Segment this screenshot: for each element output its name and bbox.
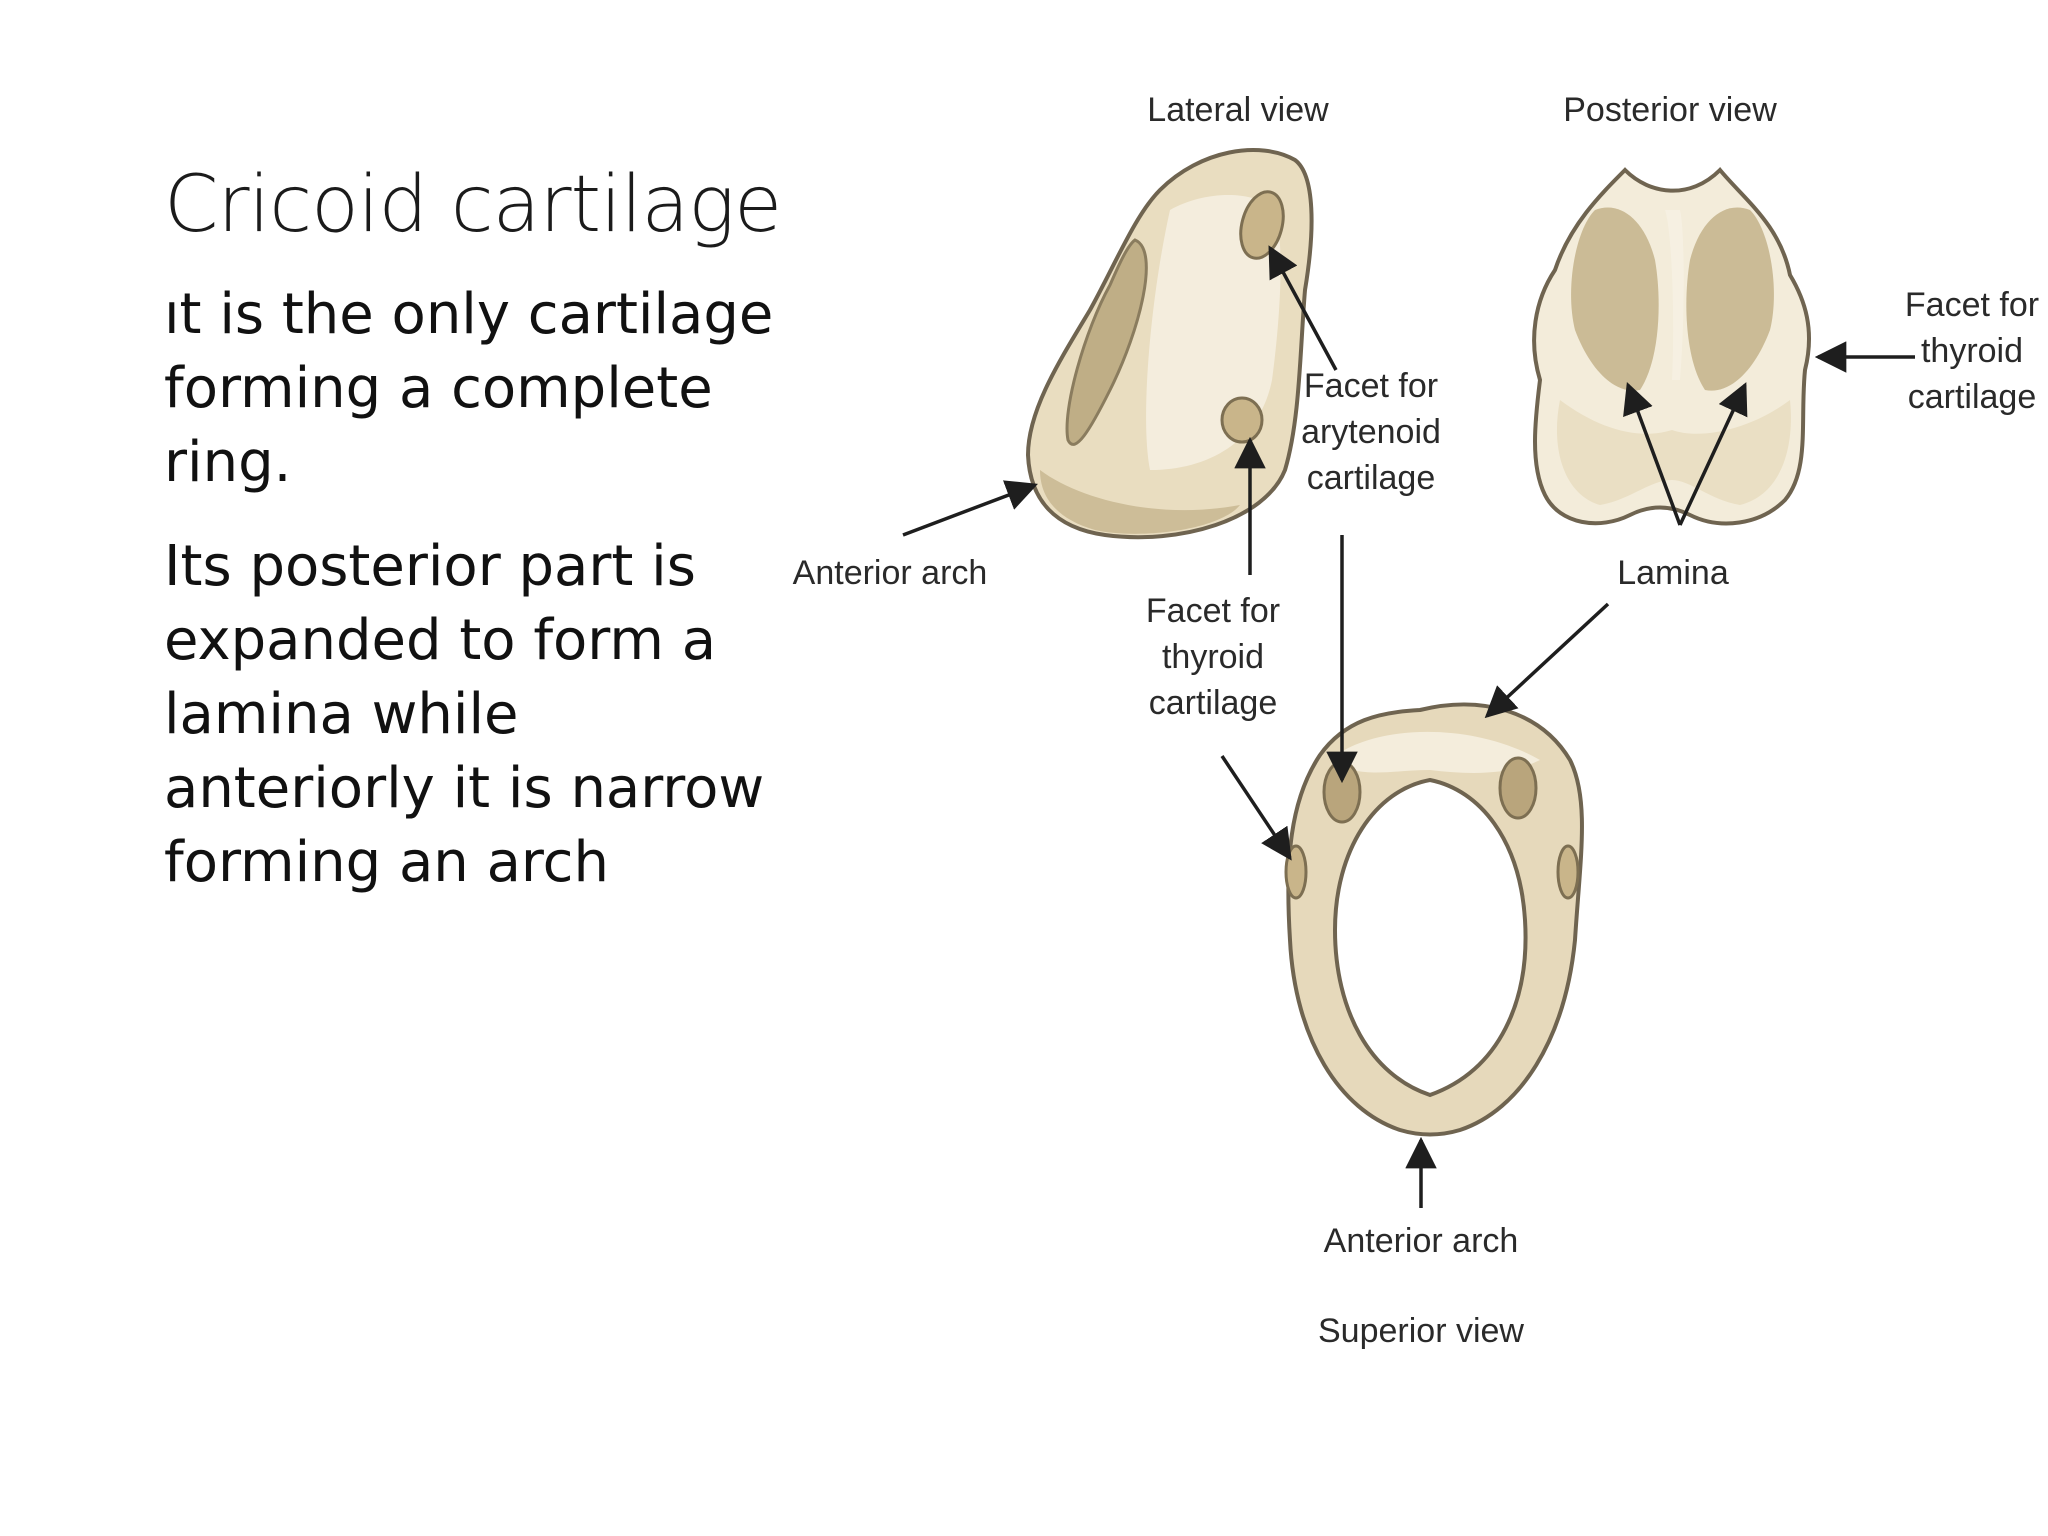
label-posterior-view: Posterior view bbox=[1563, 91, 1777, 129]
thyroid-facet-right bbox=[1556, 844, 1580, 900]
label-facet-thyroid-lateral: Facet for thyroid cartilage bbox=[1146, 592, 1280, 722]
superior-lamina-highlight bbox=[1330, 731, 1540, 773]
label-facet-thyroid-posterior-line-3: cartilage bbox=[1908, 378, 2037, 416]
posterior-lower-shading bbox=[1556, 400, 1791, 505]
posterior-right-depression bbox=[1686, 207, 1774, 391]
lateral-lamina-shadow bbox=[1065, 238, 1148, 446]
leader-lines bbox=[902, 245, 1915, 1208]
arrow-lamina-superior bbox=[1484, 602, 1610, 719]
label-facet-thyroid-lateral-line-3: cartilage bbox=[1149, 684, 1278, 722]
label-facet-arytenoid: Facet for arytenoid cartilage bbox=[1301, 367, 1441, 497]
body-paragraph-lamina: Its posterior part is expanded to form a… bbox=[164, 534, 765, 895]
superior-ring-lumen bbox=[1332, 777, 1528, 1098]
lateral-view-illustration bbox=[1025, 148, 1314, 540]
arrow-anterior-arch-lateral bbox=[902, 480, 1038, 537]
posterior-left-depression bbox=[1571, 207, 1659, 391]
superior-view-illustration bbox=[1284, 702, 1584, 1137]
label-facet-thyroid-posterior-line-2: thyroid bbox=[1921, 332, 2023, 370]
arytenoid-facet-lateral bbox=[1239, 190, 1285, 260]
thyroid-facet-lateral bbox=[1220, 396, 1264, 444]
label-lateral-view: Lateral view bbox=[1147, 91, 1329, 129]
label-superior-view: Superior view bbox=[1318, 1312, 1524, 1350]
label-lamina: Lamina bbox=[1617, 554, 1729, 592]
slide-title: Cricoid cartilage bbox=[164, 160, 782, 250]
posterior-median-ridge bbox=[1665, 210, 1684, 380]
lateral-arch-shadow bbox=[1040, 470, 1240, 534]
label-facet-arytenoid-line-3: cartilage bbox=[1307, 459, 1436, 497]
label-anterior-arch-lateral: Anterior arch bbox=[793, 554, 988, 592]
label-facet-thyroid-lateral-line-1: Facet for bbox=[1146, 592, 1280, 630]
body-paragraph-ring: ıt is the only cartilage forming a compl… bbox=[164, 282, 774, 495]
label-facet-arytenoid-line-2: arytenoid bbox=[1301, 413, 1441, 451]
posterior-view-illustration bbox=[1532, 167, 1812, 526]
arrow-lamina-left bbox=[1623, 382, 1682, 526]
label-facet-arytenoid-line-1: Facet for bbox=[1304, 367, 1438, 405]
label-facet-thyroid-posterior-line-1: Facet for bbox=[1905, 286, 2039, 324]
arrow-facet-thyroid-superior bbox=[1220, 755, 1292, 861]
label-facet-thyroid-posterior: Facet for thyroid cartilage bbox=[1905, 286, 2039, 416]
label-facet-thyroid-lateral-line-2: thyroid bbox=[1162, 638, 1264, 676]
label-anterior-arch-superior: Anterior arch bbox=[1324, 1222, 1519, 1260]
arrow-facet-arytenoid-lateral bbox=[1268, 245, 1338, 371]
arytenoid-facet-right bbox=[1498, 756, 1538, 820]
arrow-lamina-right bbox=[1678, 382, 1748, 526]
